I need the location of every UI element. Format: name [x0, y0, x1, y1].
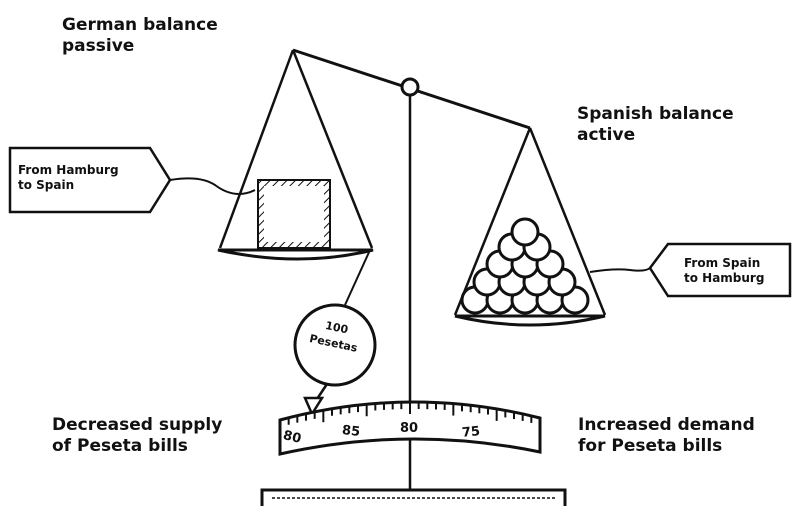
left-tag-text: From Hamburg to Spain	[18, 163, 119, 193]
left-pan	[217, 248, 374, 261]
right-tag-wire	[589, 267, 651, 273]
pointer-tip	[303, 396, 325, 417]
increased-demand-line1: Increased demand	[578, 415, 755, 435]
peseta-weight	[293, 303, 377, 387]
decreased-supply-line2: of Peseta bills	[52, 436, 188, 456]
left-tag-line1: From Hamburg	[18, 163, 119, 177]
right-tag-text: From Spain to Hamburg	[684, 256, 764, 286]
left-pan-string	[218, 49, 295, 249]
spanish-balance-line1: Spanish balance	[577, 104, 734, 124]
spanish-balance-label: Spanish balance active	[577, 104, 734, 146]
dial-tick-label: 75	[461, 424, 481, 441]
right-pan-string	[453, 127, 532, 316]
spanish-balance-line2: active	[577, 125, 636, 145]
increased-demand-label: Increased demand for Peseta bills	[578, 415, 755, 457]
right-tag-line2: to Hamburg	[684, 271, 765, 285]
right-tag-line1: From Spain	[684, 256, 761, 270]
left-tag-wire	[169, 177, 256, 195]
german-balance-line2: passive	[62, 36, 135, 56]
pivot	[400, 77, 420, 97]
dial-ticks	[287, 402, 533, 425]
decreased-supply-label: Decreased supply of Peseta bills	[52, 415, 222, 457]
dial-tick-label: 80	[400, 421, 419, 436]
left-pan-string	[291, 49, 374, 249]
right-pan-string	[528, 127, 607, 316]
weight-string	[344, 249, 371, 306]
left-tag-line2: to Spain	[18, 178, 75, 192]
goods-box	[257, 179, 331, 249]
increased-demand-line2: for Peseta bills	[578, 436, 723, 456]
right-tag	[648, 242, 792, 298]
coin-stack	[460, 217, 590, 315]
german-balance-label: German balance passive	[62, 15, 218, 57]
left-tag	[8, 146, 172, 214]
dial-tick-label: 85	[341, 423, 361, 440]
decreased-supply-line1: Decreased supply	[52, 415, 223, 435]
german-balance-line1: German balance	[62, 15, 218, 35]
right-pan	[454, 314, 606, 327]
